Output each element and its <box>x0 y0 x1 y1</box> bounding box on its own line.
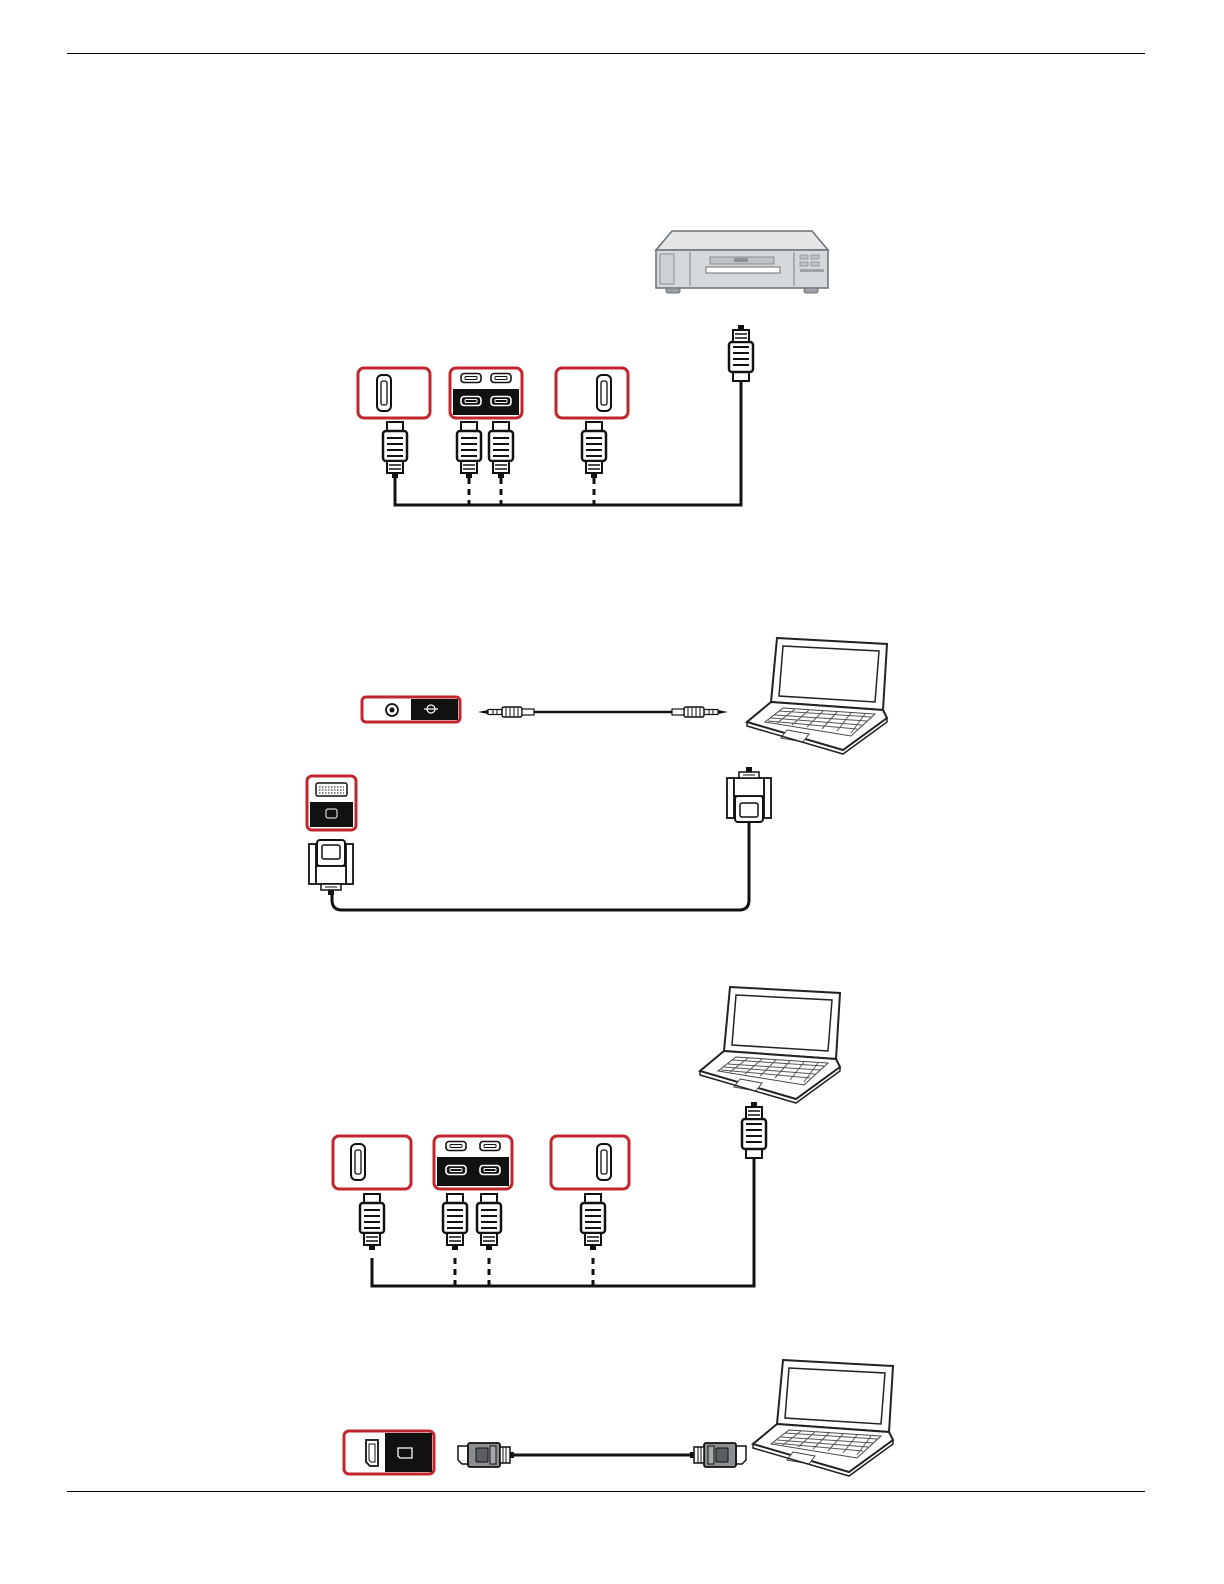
dvi-cable <box>309 767 771 910</box>
diagram-pc-hdmi <box>333 987 840 1286</box>
audio-cable <box>478 707 728 717</box>
hdmi-port <box>556 368 628 418</box>
hdmi-port <box>358 368 430 418</box>
audio-in-port <box>362 697 460 722</box>
laptop-icon <box>747 638 887 754</box>
hdmi-plug <box>729 325 753 381</box>
dvi-port <box>307 776 356 830</box>
hdmi-plug <box>443 1194 467 1250</box>
displayport-port <box>344 1431 434 1474</box>
diagram-dvd-hdmi <box>358 231 828 505</box>
hdmi-plug <box>477 1194 501 1250</box>
diagram-pc-dvi-audio <box>307 638 887 910</box>
diagram-pc-displayport <box>344 1360 893 1476</box>
hdmi-plug <box>383 422 407 478</box>
hdmi-plug <box>489 422 513 478</box>
displayport-cable <box>458 1443 746 1467</box>
hdmi-plug <box>457 422 481 478</box>
laptop-icon <box>700 987 840 1103</box>
dvd-player-icon <box>656 231 828 293</box>
hdmi-plug <box>581 1194 605 1250</box>
hdmi-plug <box>742 1102 766 1158</box>
hdmi-dual-port <box>450 368 522 418</box>
hdmi-plug <box>582 422 606 478</box>
hdmi-port <box>551 1136 629 1189</box>
laptop-icon <box>753 1360 893 1476</box>
hdmi-plug <box>360 1194 384 1250</box>
hdmi-port <box>333 1136 411 1189</box>
hdmi-dual-port <box>434 1136 512 1189</box>
